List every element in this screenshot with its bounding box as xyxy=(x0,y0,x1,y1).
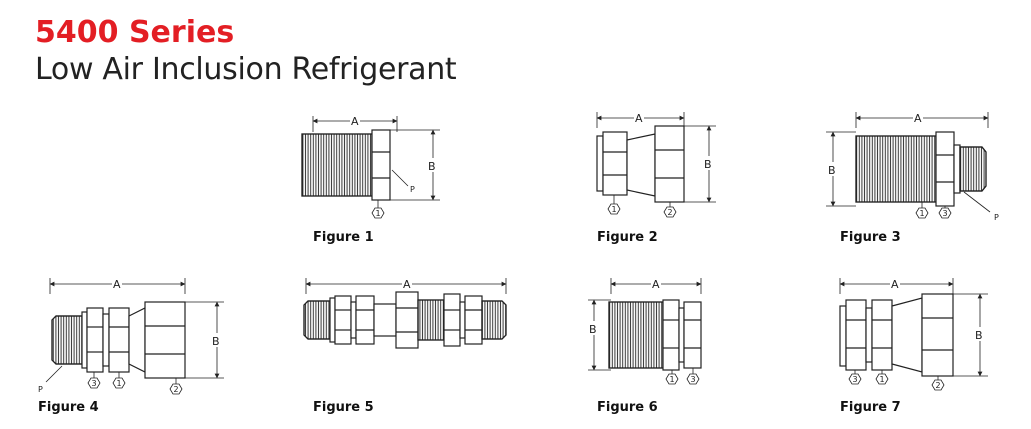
fig3-callout-3: 3 xyxy=(943,209,948,218)
fig7-callout-1: 1 xyxy=(880,375,885,384)
figure-7-drawing: A B 3 1 2 xyxy=(839,277,988,391)
figure-1-label: Figure 1 xyxy=(313,230,374,245)
fig6-dim-b: B xyxy=(589,323,597,336)
fig4-callout-2: 2 xyxy=(174,385,179,394)
fig3-dim-a: A xyxy=(914,112,922,125)
fig2-dim-b: B xyxy=(704,158,712,171)
figure-6-label: Figure 6 xyxy=(597,400,658,415)
series-title: 5400 Series xyxy=(35,15,235,50)
series-subtitle: Low Air Inclusion Refrigerant xyxy=(35,52,457,87)
fig3-dim-b: B xyxy=(828,164,836,177)
fig3-callout-1: 1 xyxy=(920,209,925,218)
figure-2-label: Figure 2 xyxy=(597,230,658,245)
fig4-dim-p: P xyxy=(38,385,43,394)
fig4-dim-b: B xyxy=(212,335,220,348)
figure-7-label: Figure 7 xyxy=(840,400,901,415)
figure-3-drawing: A B P 1 3 xyxy=(826,111,999,222)
fig1-dim-b: B xyxy=(428,160,436,173)
fig4-dim-a: A xyxy=(113,278,121,291)
figure-6-drawing: A B 1 3 xyxy=(588,277,702,385)
fig2-callout-2: 2 xyxy=(668,208,673,217)
fig1-callout-1: 1 xyxy=(376,209,381,218)
fig7-callout-2: 2 xyxy=(936,381,941,390)
figure-4-label: Figure 4 xyxy=(38,400,99,415)
fig6-dim-a: A xyxy=(652,278,660,291)
fig1-dim-p: P xyxy=(410,185,415,194)
figure-5-label: Figure 5 xyxy=(313,400,374,415)
fig6-callout-3: 3 xyxy=(691,375,696,384)
figure-4-drawing: A B P 3 1 xyxy=(38,277,224,395)
fig5-dim-a: A xyxy=(403,278,411,291)
fig2-callout-1: 1 xyxy=(612,205,617,214)
fig2-dim-a: A xyxy=(635,112,643,125)
figure-3-label: Figure 3 xyxy=(840,230,901,245)
fig7-dim-a: A xyxy=(891,278,899,291)
fig3-dim-p: P xyxy=(994,213,999,222)
fig6-callout-1: 1 xyxy=(670,375,675,384)
figure-2-drawing: A B 1 2 xyxy=(596,111,716,218)
figure-1-drawing: A B P 1 xyxy=(301,114,440,219)
fig4-callout-1: 1 xyxy=(117,379,122,388)
fig7-dim-b: B xyxy=(975,329,983,342)
figure-5-drawing: A xyxy=(303,277,507,349)
fig1-dim-a: A xyxy=(351,115,359,128)
fig7-callout-3: 3 xyxy=(853,375,858,384)
fig4-callout-3: 3 xyxy=(92,379,97,388)
